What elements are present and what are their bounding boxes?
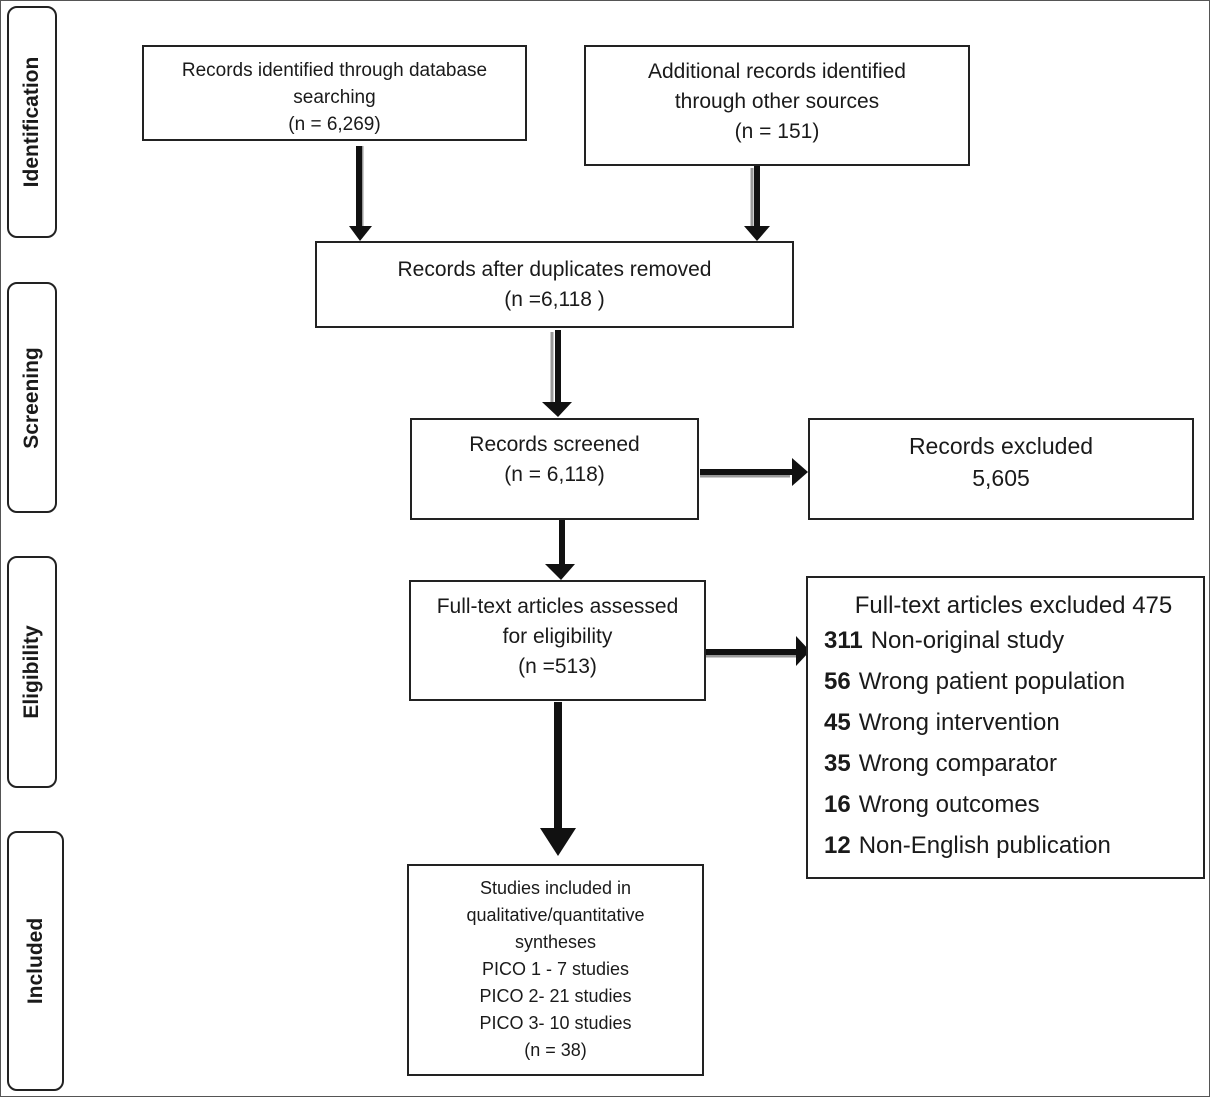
arrow-shaft (700, 469, 792, 475)
fulltext-assessed-line: for eligibility (502, 625, 613, 648)
arrow-head (744, 226, 770, 241)
exclusion-count: 45 (824, 709, 851, 736)
exclusion-label: Non-English publication (858, 832, 1111, 859)
studies-included-line: syntheses (514, 932, 597, 952)
exclusion-reason: 311 Non-original study (824, 620, 1064, 661)
phase-identification: Identification (7, 6, 57, 238)
exclusion-label: Wrong comparator (858, 750, 1058, 777)
phase-eligibility: Eligibility (7, 556, 57, 788)
duplicates-removed-line: Records after duplicates removed (397, 258, 712, 281)
arrow-shaft (356, 146, 362, 226)
exclusion-reason: 45 Wrong intervention (824, 702, 1060, 743)
arrow-shaft (554, 702, 562, 828)
records-excluded-box: Records excluded 5,605 (808, 418, 1194, 520)
exclusion-count: 16 (824, 791, 851, 818)
database-records-box: Records identified through database sear… (142, 45, 527, 141)
other-sources-line: through other sources (674, 90, 880, 113)
exclusion-count: 311 (824, 627, 863, 654)
arrow-head (542, 402, 572, 417)
records-screened-line: Records screened (469, 433, 640, 456)
exclusion-count: 12 (824, 832, 851, 859)
studies-included-box: Studies included in qualitative/quantita… (407, 864, 704, 1076)
arrow-shaft (754, 166, 760, 226)
exclusion-label: Non-original study (870, 627, 1065, 654)
duplicates-removed-box: Records after duplicates removed (n =6,1… (315, 241, 794, 328)
fulltext-assessed-line: Full-text articles assessed (436, 595, 679, 618)
database-records-line: Records identified through database (181, 60, 488, 81)
exclusion-label: Wrong outcomes (858, 791, 1040, 818)
phase-included: Included (7, 831, 64, 1091)
studies-included-pico: PICO 2- 21 studies (479, 986, 632, 1006)
studies-included-count: (n = 38) (524, 1040, 587, 1060)
other-sources-line: Additional records identified (648, 60, 906, 83)
duplicates-removed-count: (n =6,118 ) (504, 288, 605, 311)
exclusion-reason: 12 Non-English publication (824, 825, 1111, 866)
records-excluded-line: Records excluded (908, 433, 1094, 459)
studies-included-pico: PICO 3- 10 studies (479, 1013, 632, 1033)
studies-included-pico: PICO 1 - 7 studies (481, 959, 630, 979)
arrow-head (349, 226, 372, 241)
records-excluded-count: 5,605 (972, 465, 1030, 491)
fulltext-assessed-box: Full-text articles assessed for eligibil… (409, 580, 706, 701)
exclusion-count: 35 (824, 750, 851, 777)
arrow-head (792, 458, 808, 486)
arrow-head (540, 828, 576, 856)
arrow-shaft (555, 330, 561, 402)
fulltext-excluded-title: Full-text articles excluded 475 (854, 592, 1173, 619)
arrow-shaft (559, 519, 565, 566)
phase-screening: Screening (7, 282, 57, 513)
database-records-line: searching (293, 87, 376, 108)
database-records-count: (n = 6,269) (288, 114, 381, 135)
fulltext-excluded-box: Full-text articles excluded 475 311 Non-… (806, 576, 1205, 879)
arrow-shaft (706, 649, 796, 655)
studies-included-line: qualitative/quantitative (466, 905, 645, 925)
exclusion-reason: 56 Wrong patient population (824, 661, 1125, 702)
fulltext-assessed-count: (n =513) (518, 655, 597, 678)
arrow-head (545, 564, 575, 580)
exclusion-label: Wrong intervention (858, 709, 1060, 736)
records-screened-box: Records screened (n = 6,118) (410, 418, 699, 520)
exclusion-reason: 16 Wrong outcomes (824, 784, 1040, 825)
exclusion-label: Wrong patient population (858, 668, 1126, 695)
other-sources-count: (n = 151) (734, 120, 820, 143)
other-sources-box: Additional records identified through ot… (584, 45, 970, 166)
exclusion-count: 56 (824, 668, 851, 695)
arrow-head (796, 636, 810, 666)
records-screened-count: (n = 6,118) (504, 463, 605, 486)
exclusion-reason: 35 Wrong comparator (824, 743, 1057, 784)
studies-included-line: Studies included in (479, 878, 632, 898)
